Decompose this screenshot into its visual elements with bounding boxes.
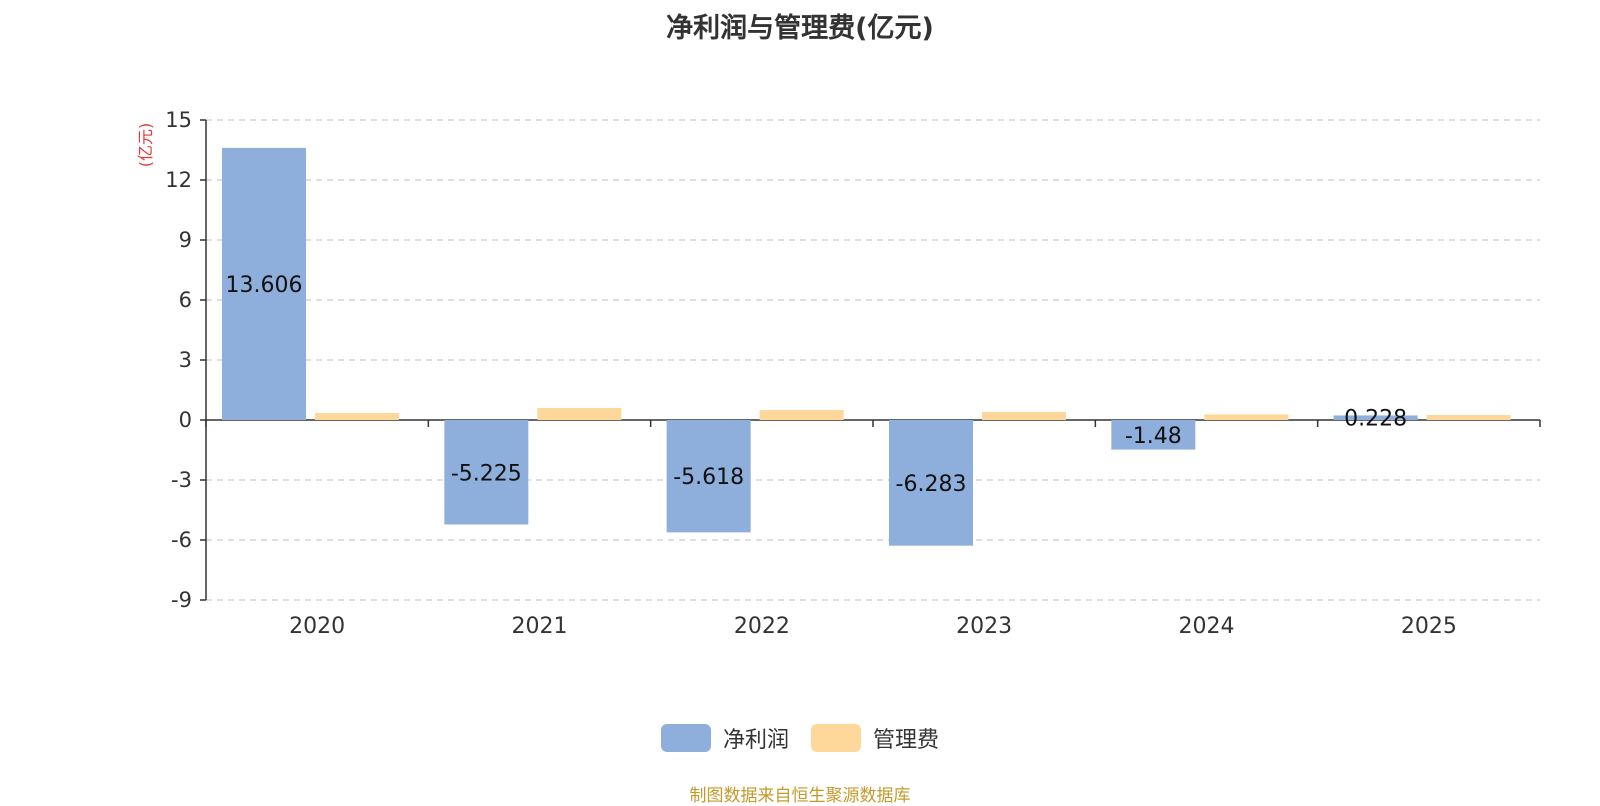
grid-lines: [206, 119, 1540, 601]
x-tick-label: 2021: [512, 614, 568, 639]
bar-net-profit[interactable]: [222, 147, 306, 420]
bars: [222, 147, 1511, 546]
y-tick-label: 12: [165, 168, 192, 192]
y-tick-label: 6: [179, 288, 192, 312]
x-tick-label: 2025: [1401, 614, 1457, 639]
y-tick-label: 3: [179, 348, 192, 372]
legend-label-admin-expense: 管理费: [873, 728, 940, 753]
bar-admin-expense[interactable]: [1426, 415, 1511, 420]
legend-swatch-net-profit: [660, 724, 711, 752]
bar-admin-expense[interactable]: [537, 408, 622, 420]
bar-value-label: -1.48: [1125, 424, 1182, 449]
x-tick-label: 2024: [1179, 614, 1235, 639]
y-tick-label: 0: [179, 408, 192, 432]
y-axis-unit: (亿元): [136, 122, 155, 168]
bar-admin-expense[interactable]: [315, 413, 399, 420]
bar-admin-expense[interactable]: [982, 412, 1066, 420]
axes: 15 12 9 6 3 0 -3 -6 -9 2020 2021 2022 2023 2024 2025: [165, 108, 1541, 639]
y-tick-label: -9: [171, 588, 192, 612]
data-source-note: 制图数据来自恒生聚源数据库: [689, 786, 911, 806]
y-tick-label: -6: [171, 528, 192, 552]
legend-item-net-profit[interactable]: 净利润: [660, 722, 789, 754]
data-labels: 13.606 -5.225 -5.618 -6.283 -1.48 0.228: [226, 273, 1408, 497]
bar-net-profit[interactable]: [444, 420, 529, 525]
chart-title: 净利润与管理费(亿元): [666, 13, 934, 44]
bar-value-label: -5.225: [451, 461, 522, 486]
bar-net-profit[interactable]: [1333, 415, 1418, 420]
legend: 净利润 管理费: [0, 722, 1600, 754]
x-tick-label: 2023: [956, 614, 1012, 639]
x-tick-label: 2020: [289, 614, 345, 639]
bar-admin-expense[interactable]: [1204, 414, 1289, 420]
bar-net-profit[interactable]: [889, 420, 973, 546]
bar-value-label: 13.606: [226, 273, 303, 298]
bar-value-label: -5.618: [673, 465, 744, 490]
bar-net-profit[interactable]: [1111, 420, 1196, 450]
bar-value-label: -6.283: [896, 472, 967, 497]
y-tick-label: 9: [179, 228, 192, 252]
legend-swatch-admin-expense: [811, 724, 861, 752]
y-tick-label: -3: [171, 468, 192, 492]
bar-admin-expense[interactable]: [759, 410, 844, 420]
bar-net-profit[interactable]: [666, 420, 751, 533]
y-tick-label: 15: [165, 108, 192, 132]
legend-item-admin-expense[interactable]: 管理费: [811, 722, 939, 754]
bar-value-label: 0.228: [1344, 407, 1407, 432]
legend-label-net-profit: 净利润: [722, 728, 789, 753]
x-tick-label: 2022: [734, 614, 790, 639]
